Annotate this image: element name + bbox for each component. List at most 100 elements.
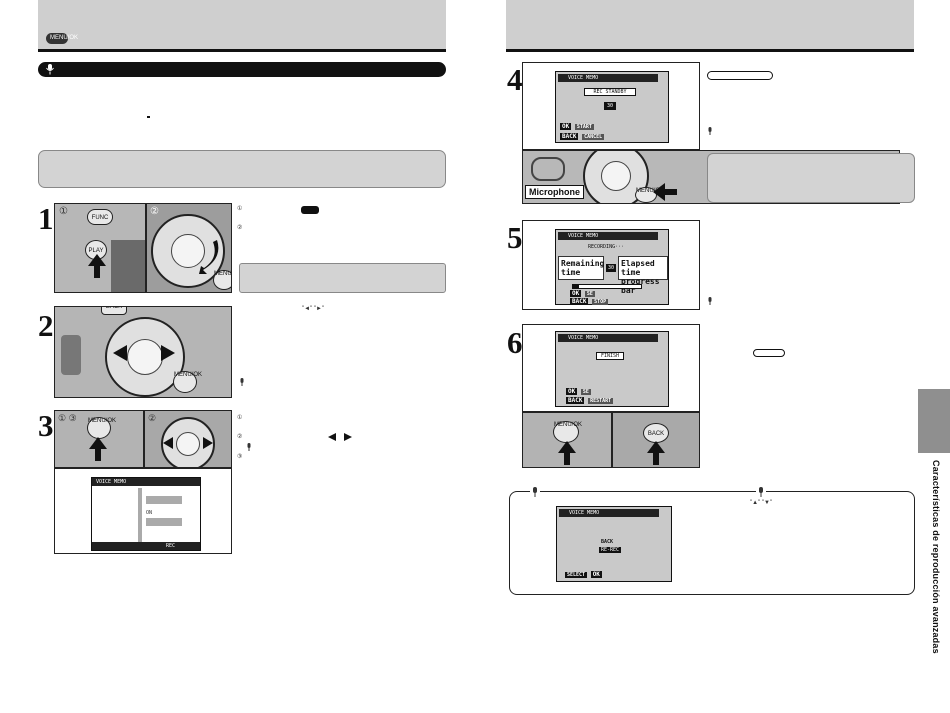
progress-bar: [572, 284, 642, 289]
step5-lcd: VOICE MEMO RECORDING··· Remaining time 3…: [555, 229, 669, 305]
remaining-time-callout: Remaining time: [558, 256, 604, 280]
ok-action: START: [574, 124, 594, 130]
microphone-icon: [247, 443, 251, 451]
step4-key-outline: [707, 71, 773, 80]
back-action: RESTART: [588, 398, 614, 404]
func-button: FUNC: [87, 209, 113, 225]
ok-key: OK: [570, 290, 582, 297]
recording-status: RECORDING···: [588, 244, 625, 250]
back-button: BACK: [643, 423, 669, 443]
step4-note-box: [707, 153, 915, 203]
step1-circle-2: ②: [150, 206, 159, 217]
dial-center: [601, 161, 631, 191]
menu-ok-button: MENU/OK: [87, 417, 116, 439]
press-arrow-icon: [653, 183, 677, 201]
step6-key-outline: [753, 349, 785, 357]
back-stop-row: BACK STOP: [570, 298, 609, 305]
lcd-frame: [111, 240, 145, 292]
lcd-footer-bar: [92, 542, 200, 550]
page-gutter: [462, 0, 492, 713]
menu-option: [146, 496, 182, 504]
microphone-icon: [756, 487, 766, 497]
microphone-icon: [708, 297, 712, 305]
back-action: STOP: [592, 299, 609, 305]
left-header: MENU/OK: [38, 0, 446, 52]
step3-circle-2: ②: [148, 413, 157, 423]
press-arrow-icon: [647, 441, 665, 465]
step4-screen-frame: VOICE MEMO REC STANDBY 30 OK START BACK …: [522, 62, 700, 150]
back-restart-row: BACK RESTART: [566, 397, 614, 404]
step6-screen-frame: VOICE MEMO FINISH OK SE BACK RESTART: [522, 324, 700, 412]
step3-note-3: ③: [237, 454, 243, 460]
step4-lcd: VOICE MEMO REC STANDBY 30 OK START BACK …: [555, 71, 669, 143]
ok-row: OK SE: [566, 388, 591, 395]
back-action: CANCEL: [582, 134, 605, 140]
voice-memo-title-bar: [38, 62, 446, 77]
press-arrow-icon: [89, 437, 107, 461]
step3-note-2: ②: [237, 434, 243, 440]
menu-column: [138, 488, 142, 542]
lcd-title: VOICE MEMO: [558, 74, 658, 82]
left-arrow-icon: [163, 437, 173, 449]
section-vertical-title: Características de reproducción avanzada…: [931, 460, 941, 654]
tip-lcd: VOICE MEMO BACK RE-REC SELECT OK: [556, 506, 672, 582]
step2-photo-dial: BACK MENU/OK: [54, 306, 232, 398]
up-down-keys: "▲" "▼": [750, 500, 773, 506]
right-arrow-icon: [203, 437, 213, 449]
step1-note-box: [239, 263, 446, 293]
ok-key: OK: [560, 123, 572, 130]
menu-option-on: ON: [146, 510, 153, 516]
step1-photo-dial: ② MENU/OK: [146, 203, 232, 293]
step1-circle-1: ①: [59, 206, 68, 217]
step-number-6: 6: [507, 325, 523, 360]
left-right-arrows-icon: [328, 433, 352, 441]
back-cancel-row: BACK CANCEL: [560, 133, 605, 140]
step3-note-1: ①: [237, 415, 243, 421]
microphone-grille: [531, 157, 565, 181]
microphone-icon: [708, 127, 712, 135]
microphone-icon: [46, 64, 54, 75]
back-key: BACK: [566, 397, 585, 404]
lcd-footer-text: REC: [166, 543, 176, 549]
ok-key: OK: [590, 571, 602, 578]
step6-lcd: VOICE MEMO FINISH OK SE BACK RESTART: [555, 331, 669, 407]
elapsed-time-callout: Elapsed time progress bar: [618, 256, 668, 295]
finish-status: FINISH: [596, 352, 624, 360]
lcd-edge: [61, 335, 81, 375]
step-number-3: 3: [38, 408, 54, 443]
option-back: BACK: [601, 539, 614, 545]
back-button: BACK: [101, 307, 127, 315]
step6-menu-photo: MENU/OK: [522, 412, 612, 468]
section-side-tab: [918, 389, 950, 453]
menu-ok-button: MENU/OK: [635, 187, 664, 203]
ok-row: OK SE: [570, 290, 595, 297]
step3-photo-dial: ②: [144, 410, 232, 468]
rec-standby-status: REC STANDBY: [584, 88, 636, 96]
menu-ok-button: MENU/OK: [553, 421, 582, 443]
menu-ok-badge: MENU/OK: [46, 33, 78, 44]
dial-center: [171, 234, 205, 268]
step-number-4: 4: [507, 62, 523, 97]
control-dial: [105, 317, 185, 397]
left-arrow-icon: [113, 345, 127, 361]
step2-arrow-keys: "◄" "►": [302, 306, 325, 312]
tip-box: "▲" "▼" VOICE MEMO BACK RE-REC SELECT OK: [509, 487, 915, 595]
remaining-counter: 30: [606, 264, 616, 272]
press-arrow-icon: [88, 254, 106, 278]
press-arrow-icon: [558, 441, 576, 465]
playback-mode-icon: [301, 206, 319, 214]
select-label: SELECT: [565, 572, 588, 578]
step-number-5: 5: [507, 220, 523, 255]
back-key: BACK: [560, 133, 579, 140]
right-arrow-icon: [161, 345, 175, 361]
lcd-title: VOICE MEMO: [559, 509, 659, 517]
back-key: BACK: [570, 298, 589, 305]
lcd-title: VOICE MEMO: [92, 478, 200, 486]
lcd-title: VOICE MEMO: [558, 232, 658, 240]
right-header: [506, 0, 914, 52]
dash-mark: [147, 116, 150, 118]
ok-start-row: OK START: [560, 123, 594, 130]
ok-key: OK: [566, 388, 578, 395]
progress-bar-fill: [573, 285, 579, 288]
remaining-counter: 30: [604, 102, 616, 110]
